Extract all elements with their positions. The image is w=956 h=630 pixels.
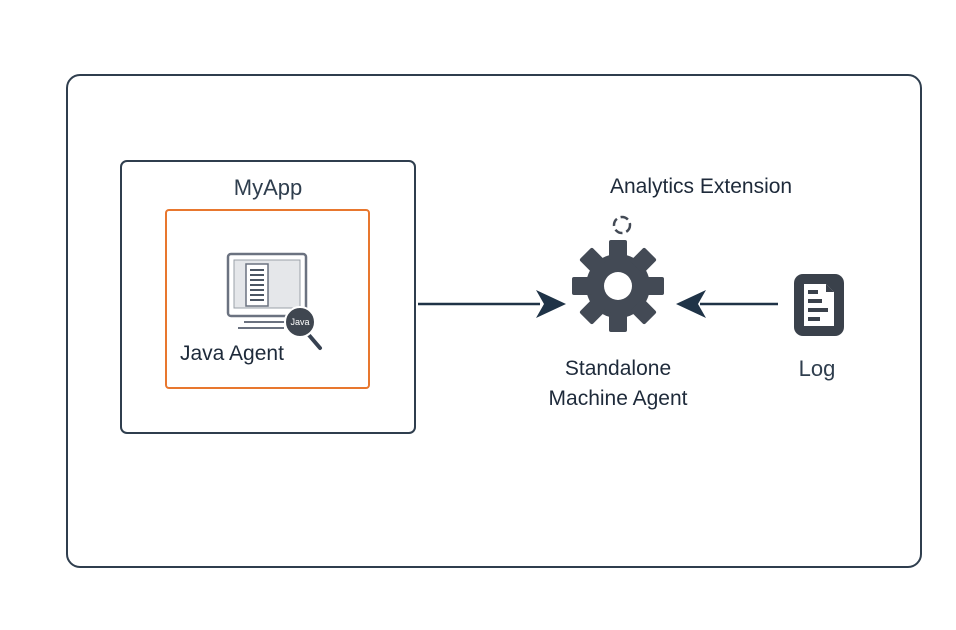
standalone-machine-agent-label: Standalone Machine Agent — [525, 354, 711, 414]
myapp-title: MyApp — [233, 175, 303, 200]
standalone-label-line2: Machine Agent — [548, 387, 688, 410]
log-label: Log — [798, 356, 836, 381]
java-badge-text: Java — [290, 317, 309, 327]
loading-circle-icon — [609, 212, 635, 238]
analytics-extension-label: Analytics Extension — [610, 175, 793, 198]
java-agent-label: Java Agent — [180, 342, 284, 365]
gear-icon — [568, 236, 668, 336]
log-document-icon — [792, 270, 848, 340]
java-agent-monitor-icon: Java — [224, 250, 328, 354]
standalone-label-line1: Standalone — [564, 357, 672, 380]
